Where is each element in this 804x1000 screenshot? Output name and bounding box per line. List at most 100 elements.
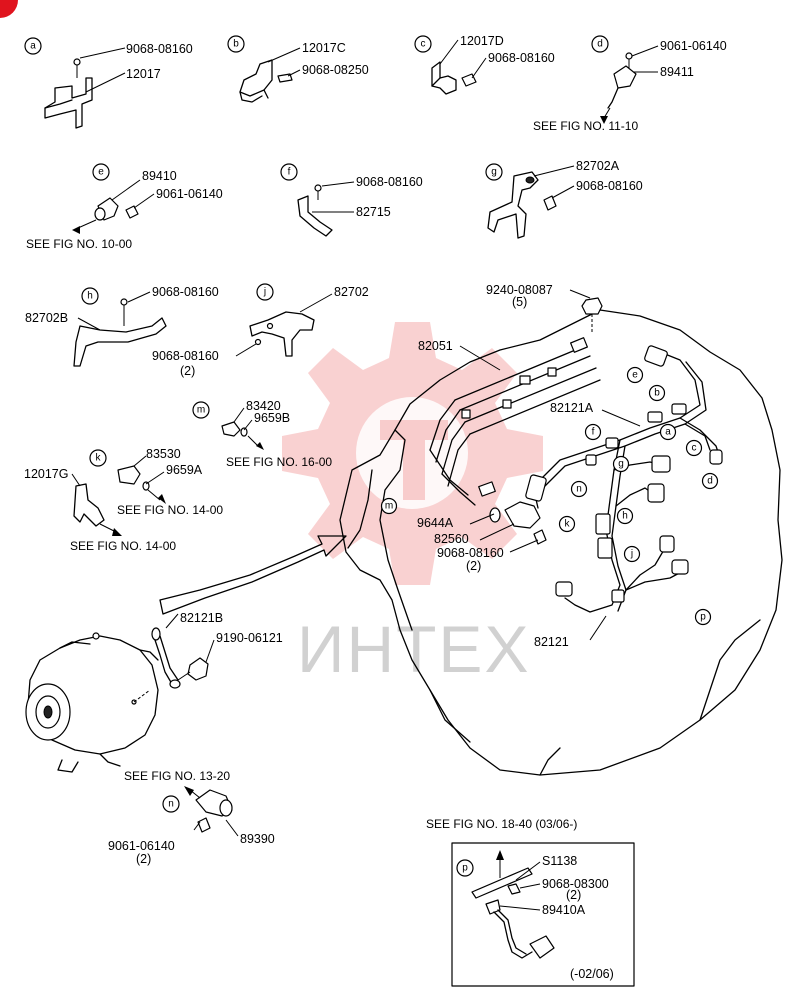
part-label: 9068-08160 xyxy=(152,285,219,299)
part-label: 12017G xyxy=(24,467,68,481)
part-label: 12017 xyxy=(126,67,161,81)
svg-text:g: g xyxy=(618,459,624,470)
fig-reference: SEE FIG NO. 14-00 xyxy=(70,539,176,553)
svg-text:c: c xyxy=(692,443,697,454)
svg-text:d: d xyxy=(597,39,603,50)
callout-m: m xyxy=(192,401,210,419)
svg-text:p: p xyxy=(462,863,468,874)
part-label: 82702 xyxy=(334,285,369,299)
engine-callout-j: j xyxy=(623,545,641,563)
svg-text:c: c xyxy=(421,39,426,50)
sensor-89410 xyxy=(72,197,139,234)
part-label: S1138 xyxy=(542,854,577,868)
part-qty: (5) xyxy=(512,295,527,309)
callout-j: j xyxy=(256,283,274,301)
svg-text:a: a xyxy=(665,427,671,438)
callout-a: a xyxy=(24,37,42,55)
engine-callout-k: k xyxy=(558,515,576,533)
callout-n: n xyxy=(162,795,180,813)
engine-callout-c: c xyxy=(685,439,703,457)
part-label: 89410A xyxy=(542,903,586,917)
part-label: 89390 xyxy=(240,832,275,846)
sensor-83530 xyxy=(117,465,166,504)
svg-text:p: p xyxy=(700,612,706,623)
sensor-82560-group xyxy=(489,501,547,545)
svg-text:m: m xyxy=(197,405,205,416)
bracket-12017D xyxy=(431,61,477,95)
part-label: 9659B xyxy=(254,411,290,425)
bracket-82702A xyxy=(487,171,557,239)
svg-text:k: k xyxy=(565,519,571,530)
alternator-arrow xyxy=(159,535,347,615)
fig-reference: SEE FIG NO. 10-00 xyxy=(26,237,132,251)
engine-location-callouts: e b f a c d g n k h j p m xyxy=(380,366,719,626)
part-label: 89411 xyxy=(660,65,694,79)
section-callouts: a b c d e f g h j m k n p xyxy=(24,35,609,877)
engine-callout-n: n xyxy=(570,480,588,498)
part-label: 82715 xyxy=(356,205,391,219)
part-label: 9061-06140 xyxy=(108,839,175,853)
part-label: 83420 xyxy=(246,399,281,413)
part-label: 9190-06121 xyxy=(216,631,283,645)
part-label: 9659A xyxy=(166,463,203,477)
svg-text:e: e xyxy=(632,370,638,381)
part-label: 82121A xyxy=(550,401,594,415)
watermark-gear-logo xyxy=(282,322,543,585)
bracket-82702B xyxy=(73,298,167,367)
sensor-89390 xyxy=(184,786,233,833)
callout-p: p xyxy=(456,859,474,877)
callout-c: c xyxy=(414,35,432,53)
svg-text:g: g xyxy=(491,167,497,178)
part-qty: (2) xyxy=(180,364,195,378)
svg-text:f: f xyxy=(288,167,291,178)
svg-text:e: e xyxy=(98,167,104,178)
sensor-83420 xyxy=(221,421,264,450)
part-label: 9068-08160 xyxy=(437,546,504,560)
engine-callout-a: a xyxy=(659,423,677,441)
part-label: 9068-08160 xyxy=(126,42,193,56)
callout-f: f xyxy=(280,163,298,181)
svg-text:m: m xyxy=(385,501,393,512)
fig-reference: SEE FIG NO. 11-10 xyxy=(533,119,638,133)
callout-g: g xyxy=(485,163,503,181)
alternator xyxy=(25,632,159,773)
bracket-12017C xyxy=(239,59,293,103)
engine-callout-h: h xyxy=(616,507,634,525)
bracket-82702 xyxy=(249,311,315,357)
svg-text:a: a xyxy=(30,41,36,52)
engine-callout-f: f xyxy=(584,423,602,441)
svg-text:n: n xyxy=(168,799,174,810)
engine-callout-e: e xyxy=(626,366,644,384)
sensor-89411 xyxy=(600,52,637,124)
bracket-12017G xyxy=(73,483,122,536)
svg-text:f: f xyxy=(592,427,595,438)
range-label: (-02/06) xyxy=(570,967,614,981)
svg-text:h: h xyxy=(622,511,628,522)
part-label: 82121B xyxy=(180,611,223,625)
part-label: 9068-08160 xyxy=(152,349,219,363)
harness-82121B xyxy=(151,627,209,689)
part-label: 9068-08300 xyxy=(542,877,609,891)
detail-box-p xyxy=(451,842,635,987)
part-label: 82051 xyxy=(418,339,453,353)
wire-harness xyxy=(525,345,723,613)
svg-text:h: h xyxy=(87,291,93,302)
svg-text:b: b xyxy=(233,39,239,50)
part-label: 12017C xyxy=(302,41,346,55)
svg-text:k: k xyxy=(96,453,102,464)
part-label: 82121 xyxy=(534,635,569,649)
svg-text:j: j xyxy=(263,287,266,298)
grommet-9240 xyxy=(581,297,603,334)
fuel-injector-pipes xyxy=(429,337,601,506)
part-label: 9068-08160 xyxy=(356,175,423,189)
callout-k: k xyxy=(89,449,107,467)
part-label: 9061-06140 xyxy=(660,39,727,53)
part-qty: (2) xyxy=(566,888,581,902)
svg-text:j: j xyxy=(630,549,633,560)
engine-callout-d: d xyxy=(701,472,719,490)
watermark-text: ИНТЕХ xyxy=(297,612,530,686)
part-number-labels: 9068-08160 12017 12017C 9068-08250 12017… xyxy=(24,34,727,981)
part-label: 9240-08087 xyxy=(486,283,553,297)
part-label: 9068-08160 xyxy=(576,179,643,193)
